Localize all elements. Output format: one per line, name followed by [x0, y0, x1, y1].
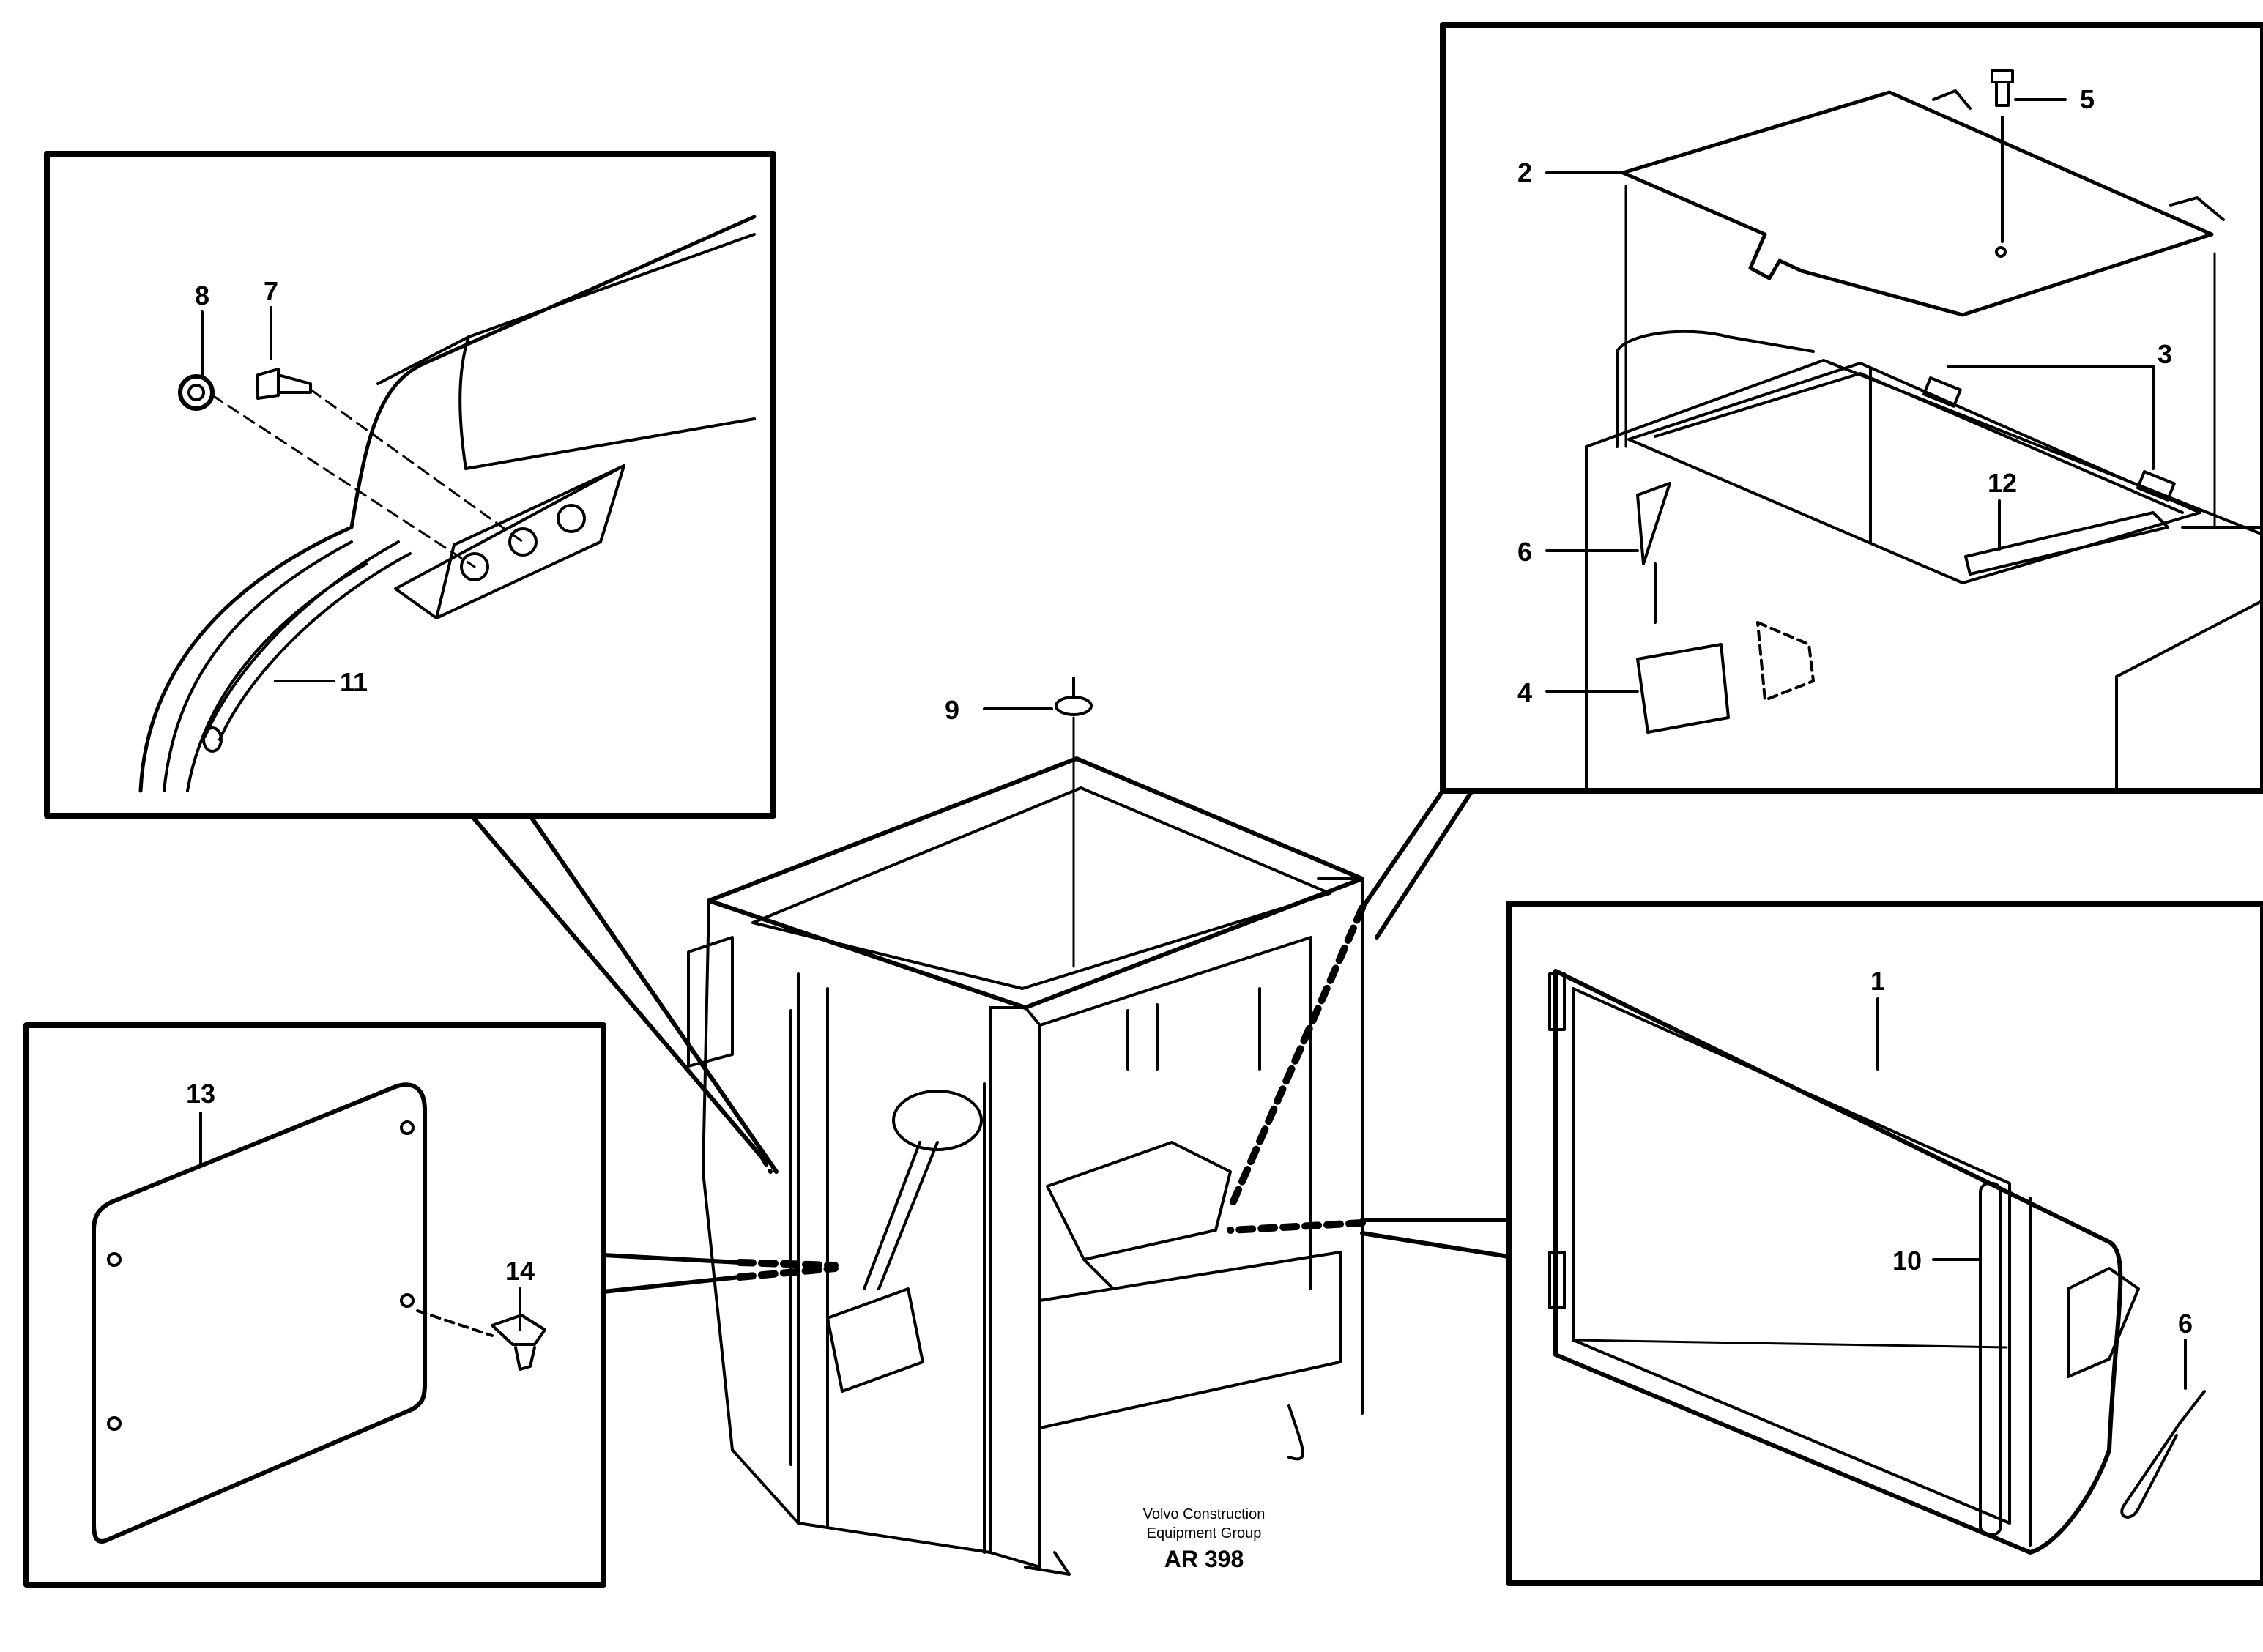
callout-6-bottom: 6 [2178, 1309, 2193, 1339]
callout-9: 9 [945, 695, 959, 725]
caption-line-2: Equipment Group [1147, 1525, 1262, 1541]
callout-3: 3 [2158, 339, 2172, 369]
callout-labels: 1 2 3 4 5 6 6 7 8 9 10 11 12 13 14 [186, 84, 2193, 1339]
caption-line-1: Volvo Construction [1143, 1506, 1266, 1522]
callout-7: 7 [264, 276, 278, 306]
callout-11: 11 [340, 667, 368, 697]
callout-leaders [199, 98, 2187, 1390]
diagram-caption: Volvo Construction Equipment Group AR 39… [1143, 1506, 1266, 1572]
callout-14: 14 [505, 1256, 535, 1286]
cab-assembly [687, 756, 1364, 1576]
callout-5: 5 [2080, 84, 2095, 114]
callout-2: 2 [1517, 157, 1532, 187]
roof-grommet [1055, 677, 1093, 968]
callout-12: 12 [1988, 468, 2017, 498]
detail-box-top-left [44, 151, 776, 819]
detail-box-top-right [1440, 22, 2263, 794]
detail-box-bottom-right [1506, 901, 2263, 1586]
callout-13: 13 [186, 1079, 215, 1109]
detail-leaders [469, 789, 1511, 1294]
callout-8: 8 [195, 280, 209, 310]
illustration-code: AR 398 [1164, 1546, 1244, 1572]
callout-6-top: 6 [1517, 537, 1532, 567]
callout-10: 10 [1892, 1246, 1922, 1276]
callout-1: 1 [1870, 966, 1885, 996]
detail-box-bottom-left [23, 1022, 606, 1588]
callout-4: 4 [1517, 677, 1532, 707]
